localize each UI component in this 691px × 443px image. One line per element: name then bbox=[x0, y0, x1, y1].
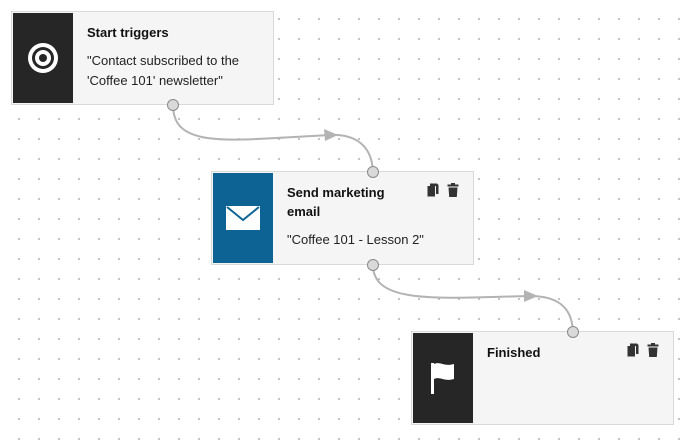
finished-node-input-port[interactable] bbox=[567, 326, 579, 338]
start-node-title: Start triggers bbox=[87, 25, 169, 40]
email-node-content: Send marketing email "Coffee 101 - Lesso… bbox=[273, 172, 473, 264]
email-node-input-port[interactable] bbox=[367, 166, 379, 178]
finished-node-actions bbox=[627, 343, 659, 357]
finished-icon-box bbox=[413, 333, 473, 423]
start-node-content: Start triggers "Contact subscribed to th… bbox=[73, 12, 273, 104]
envelope-icon bbox=[226, 206, 260, 230]
finished-node-title: Finished bbox=[487, 345, 541, 360]
send-email-node[interactable]: Send marketing email "Coffee 101 - Lesso… bbox=[211, 171, 474, 265]
email-node-output-port[interactable] bbox=[367, 259, 379, 271]
connector-arrow-2 bbox=[524, 290, 538, 302]
email-node-actions bbox=[427, 183, 459, 197]
email-node-description: "Coffee 101 - Lesson 2" bbox=[287, 232, 424, 247]
email-icon-box bbox=[213, 173, 273, 263]
flag-icon bbox=[431, 363, 454, 394]
finished-node[interactable]: Finished bbox=[411, 331, 674, 425]
connector-start-to-email bbox=[172, 104, 374, 173]
start-triggers-node[interactable]: Start triggers "Contact subscribed to th… bbox=[11, 11, 274, 105]
trash-icon[interactable] bbox=[647, 343, 659, 357]
copy-icon[interactable] bbox=[627, 343, 639, 357]
connector-arrow-1 bbox=[324, 129, 338, 141]
target-icon bbox=[28, 43, 58, 73]
start-icon-box bbox=[13, 13, 73, 103]
email-node-title: Send marketing email bbox=[287, 185, 385, 219]
finished-node-content: Finished bbox=[473, 332, 673, 424]
start-node-description: "Contact subscribed to the 'Coffee 101' … bbox=[87, 53, 240, 88]
copy-icon[interactable] bbox=[427, 183, 439, 197]
trash-icon[interactable] bbox=[447, 183, 459, 197]
start-node-output-port[interactable] bbox=[167, 99, 179, 111]
connector-email-to-finished bbox=[372, 264, 574, 333]
